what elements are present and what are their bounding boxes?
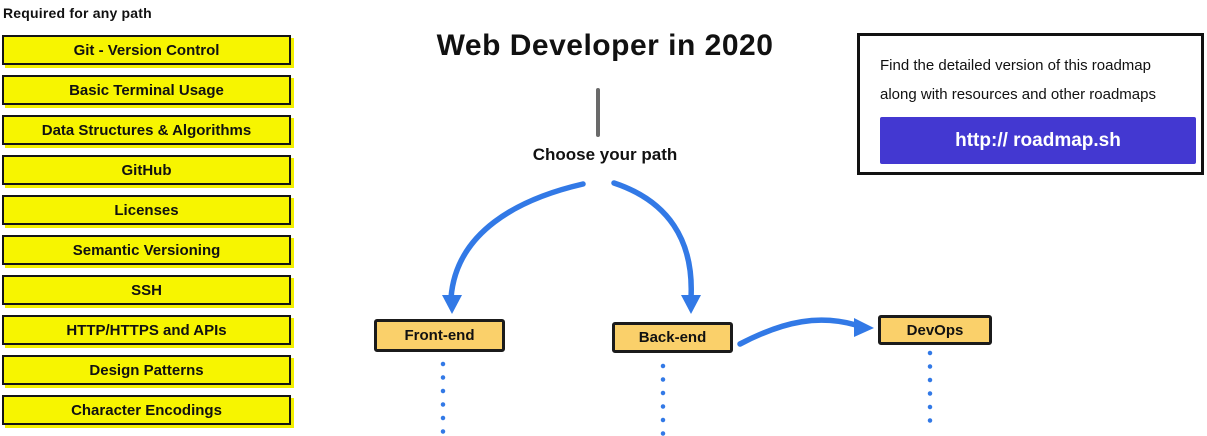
topic-node-label: Licenses [114,201,179,219]
topic-node-github[interactable]: GitHub [2,155,291,185]
topic-node-label: Character Encodings [71,401,222,419]
info-text-line2: along with resources and other roadmaps [880,86,1156,103]
page-title: Web Developer in 2020 [436,29,774,62]
topic-node-label: Basic Terminal Usage [69,81,224,99]
title-connector-line [596,88,600,137]
topic-node-dsa[interactable]: Data Structures & Algorithms [2,115,291,145]
topic-node-label: Git - Version Control [73,41,220,59]
topic-node-http[interactable]: HTTP/HTTPS and APIs [2,315,291,345]
info-text-line1: Find the detailed version of this roadma… [880,57,1151,74]
topic-node-design-patterns[interactable]: Design Patterns [2,355,291,385]
info-box: Find the detailed version of this roadma… [857,33,1204,175]
required-path-heading: Required for any path [3,5,152,21]
path-node-label: DevOps [906,321,964,339]
arrow-to-frontend [448,181,586,301]
choose-path-label: Choose your path [532,145,678,164]
roadmap-link-button[interactable]: http:// roadmap.sh [880,117,1196,164]
arrow-to-devops [737,317,859,347]
path-node-label: Front-end [404,327,475,344]
arrowhead-frontend [442,295,462,314]
topic-node-ssh[interactable]: SSH [2,275,291,305]
topic-node-semver[interactable]: Semantic Versioning [2,235,291,265]
topic-node-git[interactable]: Git - Version Control [2,35,291,65]
topic-node-label: GitHub [121,161,172,179]
topic-node-label: HTTP/HTTPS and APIs [66,321,227,339]
topic-node-terminal[interactable]: Basic Terminal Usage [2,75,291,105]
arrowhead-backend [681,295,701,314]
topic-node-encodings[interactable]: Character Encodings [2,395,291,425]
path-node-frontend[interactable]: Front-end [374,319,505,352]
arrowhead-devops [854,318,874,337]
arrow-to-backend [611,180,694,301]
topic-node-label: Design Patterns [89,361,204,379]
topic-node-label: Data Structures & Algorithms [41,121,252,139]
path-node-backend[interactable]: Back-end [612,322,733,353]
topic-node-label: Semantic Versioning [72,241,221,259]
topic-node-licenses[interactable]: Licenses [2,195,291,225]
required-topics-list: Git - Version Control Basic Terminal Usa… [2,35,291,425]
topic-node-label: SSH [131,281,162,299]
path-node-devops[interactable]: DevOps [878,315,992,345]
path-node-label: Back-end [638,329,707,346]
